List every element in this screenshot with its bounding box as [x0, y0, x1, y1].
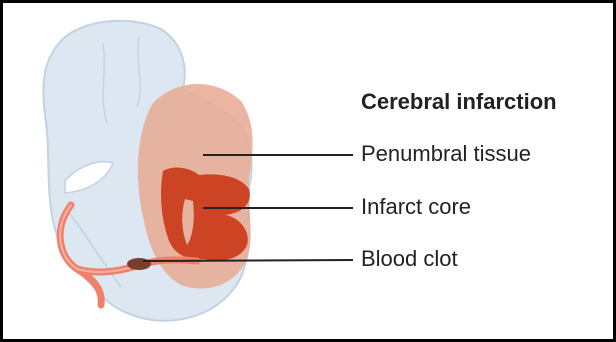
label-blood-clot: Blood clot	[361, 246, 458, 272]
blood-clot	[127, 258, 151, 270]
label-infarct-core: Infarct core	[361, 194, 471, 220]
diagram-title: Cerebral infarction	[361, 89, 557, 115]
brain-illustration	[3, 3, 363, 339]
label-penumbral-tissue: Penumbral tissue	[361, 141, 531, 167]
leader-line-clot	[143, 260, 353, 261]
